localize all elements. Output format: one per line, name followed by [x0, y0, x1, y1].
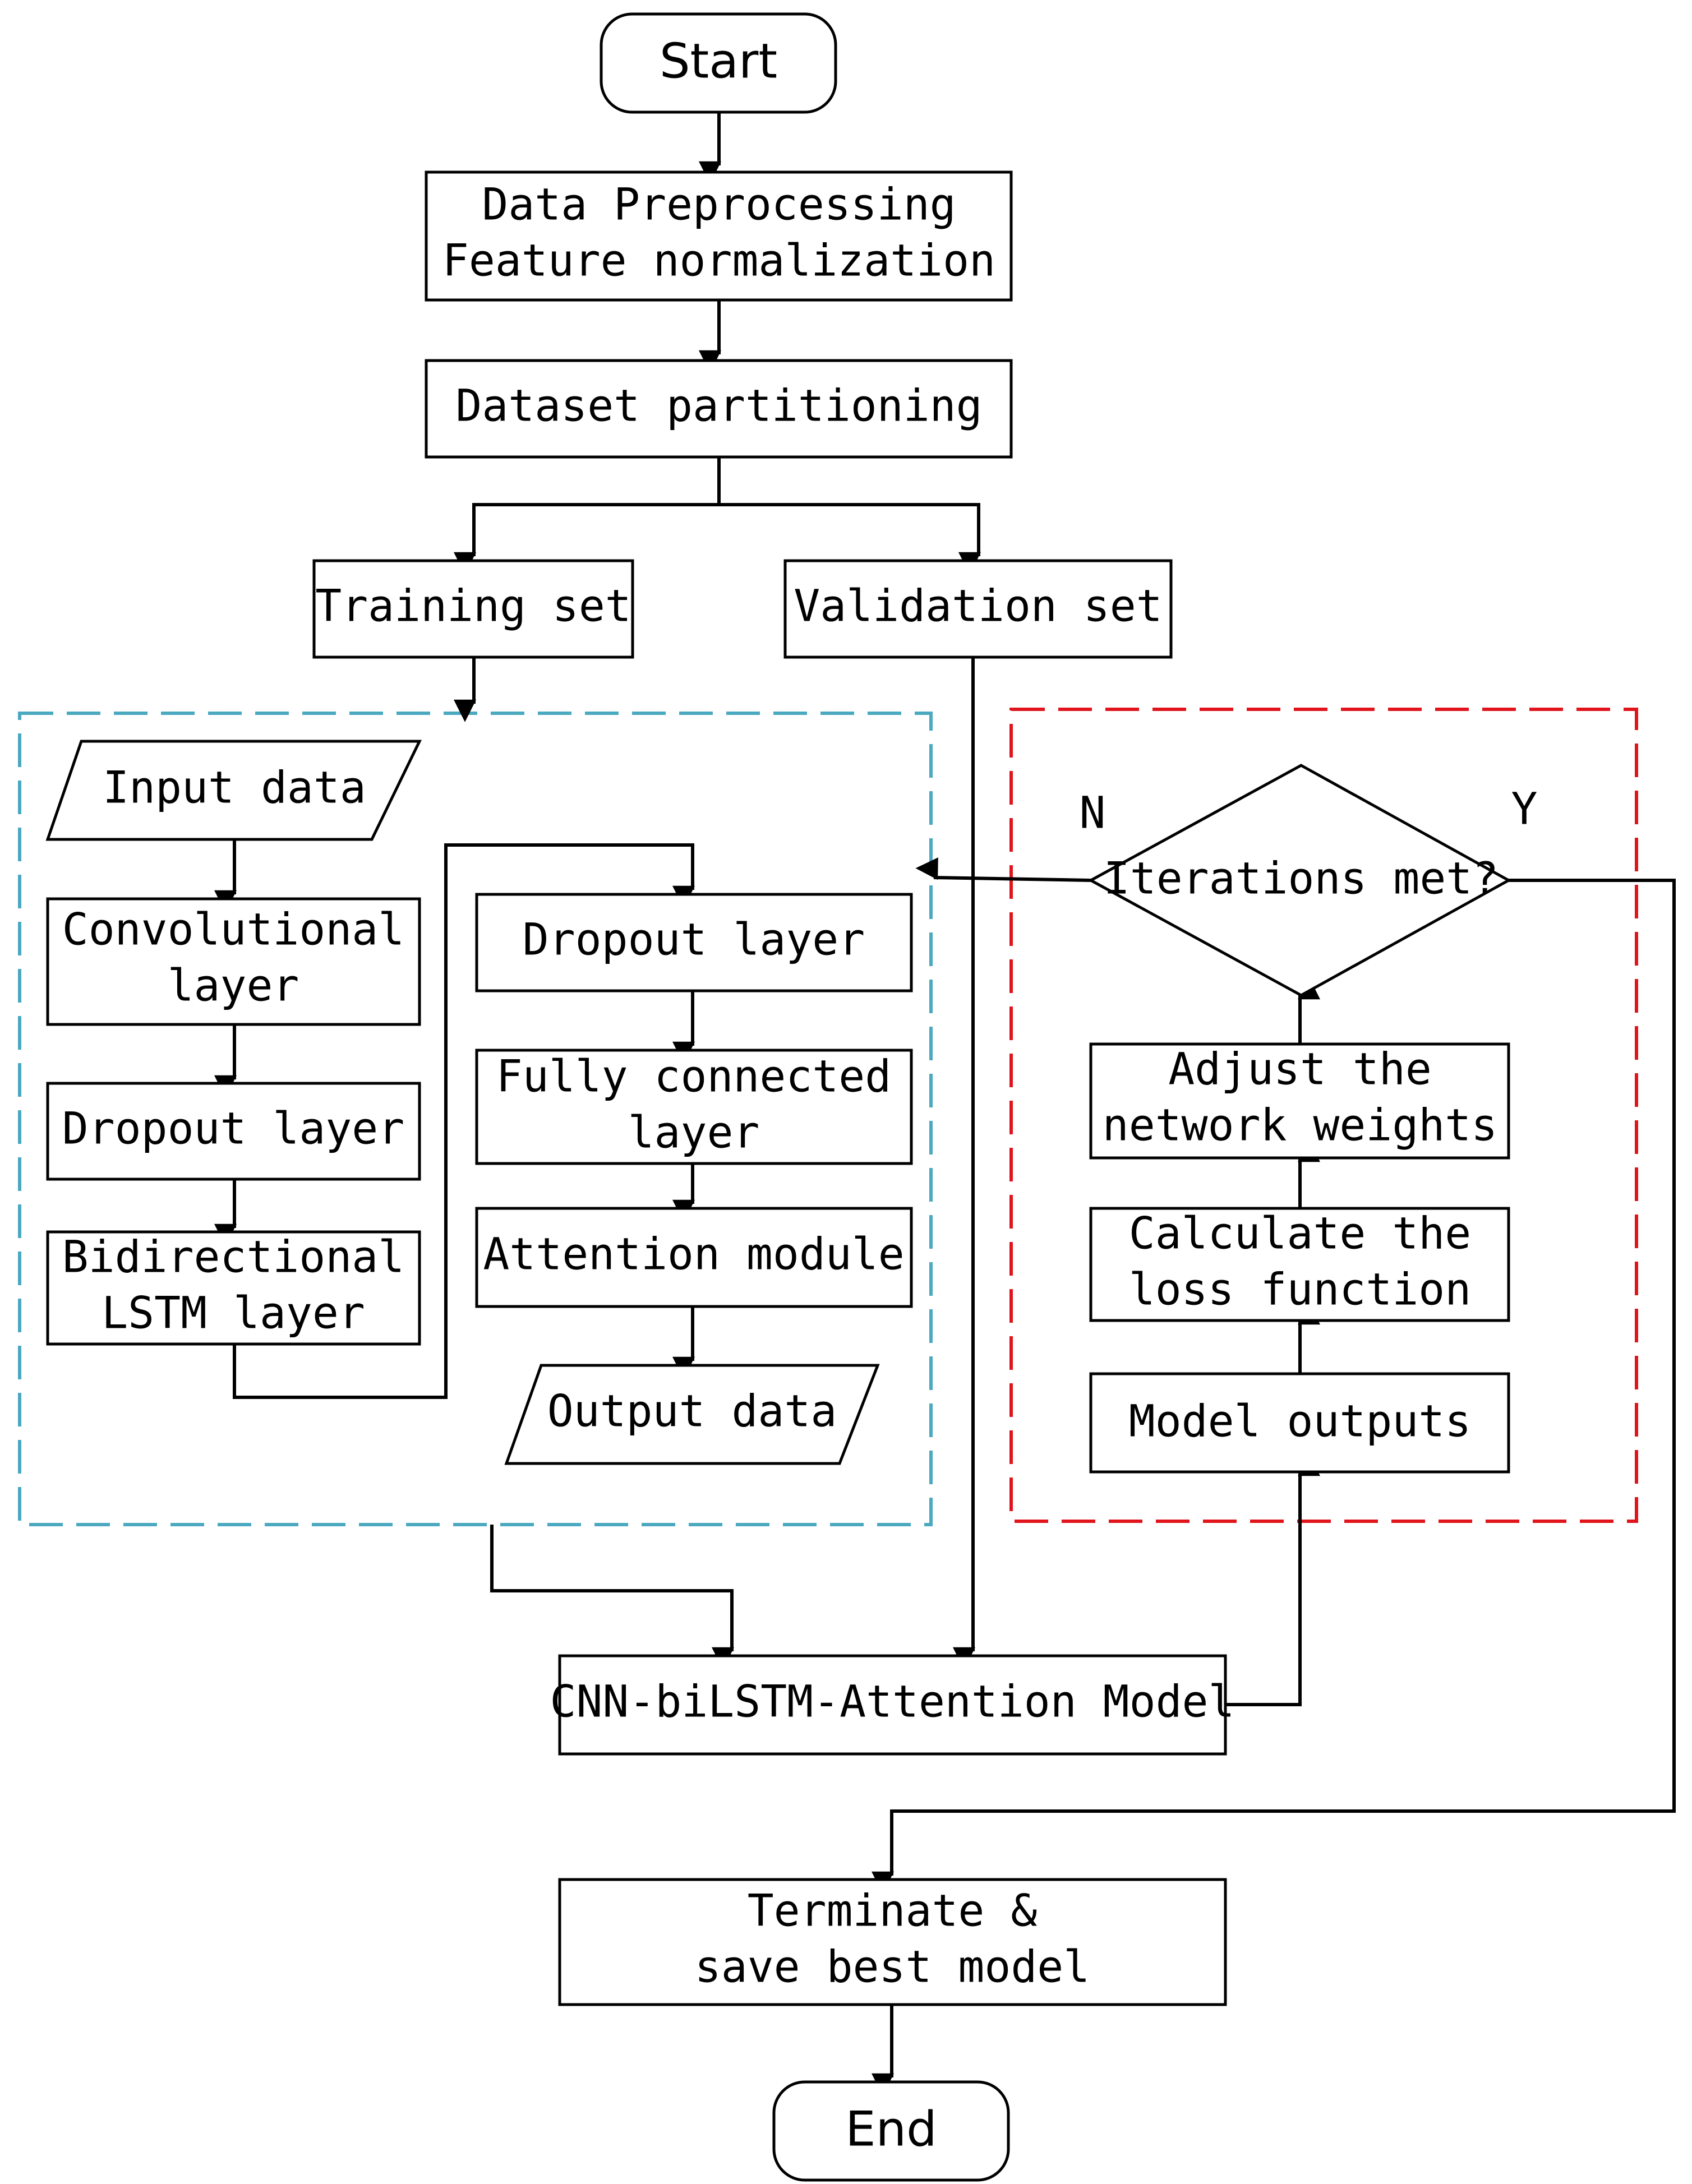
- decision-yes-label: Y: [1511, 784, 1538, 834]
- fully-connected-label-2: layer: [628, 1107, 760, 1158]
- end-terminal: End: [772, 2080, 1010, 2182]
- adjust-weights-label-1: Adjust the: [1168, 1044, 1432, 1095]
- attention-box: Attention module: [475, 1207, 913, 1308]
- model-outputs-box: Model outputs: [1089, 1372, 1510, 1474]
- preprocessing-label-1: Data Preprocessing: [482, 179, 956, 230]
- validation-set-box: Validation set: [783, 559, 1173, 659]
- calc-loss-label-2: loss function: [1129, 1264, 1471, 1315]
- conv-layer-label-2: layer: [168, 961, 299, 1011]
- bilstm-label-2: LSTM layer: [102, 1288, 365, 1338]
- input-data-shape: Input data: [45, 740, 422, 841]
- terminate-label-2: save best model: [695, 1942, 1090, 1992]
- adjust-weights-box: Adjust the network weights: [1089, 1042, 1510, 1160]
- validation-set-label: Validation set: [794, 581, 1162, 631]
- output-data-label: Output data: [547, 1386, 837, 1437]
- preprocessing-box: Data Preprocessing Feature normalization: [425, 170, 1013, 302]
- conv-layer-label-1: Convolutional: [62, 904, 404, 955]
- decision-label: Iterations met?: [1104, 853, 1499, 904]
- partitioning-box: Dataset partitioning: [425, 359, 1013, 459]
- training-set-box: Training set: [312, 559, 634, 659]
- preprocessing-label-2: Feature normalization: [442, 236, 995, 286]
- terminate-label-1: Terminate &: [748, 1886, 1038, 1936]
- bilstm-box: Bidirectional LSTM layer: [46, 1230, 421, 1346]
- conv-layer-box: Convolutional layer: [46, 897, 421, 1026]
- iterations-decision: Iterations met?: [1087, 764, 1512, 997]
- dropout-left-box: Dropout layer: [46, 1082, 421, 1181]
- calc-loss-box: Calculate the loss function: [1089, 1207, 1510, 1322]
- model-outputs-label: Model outputs: [1129, 1396, 1471, 1447]
- partitioning-label: Dataset partitioning: [455, 381, 982, 431]
- adjust-weights-label-2: network weights: [1103, 1100, 1497, 1151]
- start-label: Start: [660, 33, 777, 89]
- calc-loss-label-1: Calculate the: [1129, 1208, 1471, 1259]
- dropout-right-label: Dropout layer: [523, 915, 865, 965]
- end-label: End: [845, 2101, 937, 2157]
- decision-no-label: N: [1080, 788, 1106, 838]
- attention-label: Attention module: [483, 1229, 904, 1280]
- fully-connected-label-1: Fully connected: [496, 1051, 891, 1102]
- training-set-label: Training set: [315, 581, 631, 631]
- model-label: CNN-biLSTM-Attention Model: [550, 1677, 1235, 1727]
- dropout-left-label: Dropout layer: [62, 1103, 404, 1154]
- fully-connected-box: Fully connected layer: [475, 1049, 913, 1165]
- dropout-right-box: Dropout layer: [475, 893, 913, 992]
- connectors: [214, 112, 1676, 2096]
- input-data-label: Input data: [103, 763, 366, 813]
- start-terminal: Start: [600, 12, 837, 114]
- terminate-box: Terminate & save best model: [558, 1878, 1227, 2006]
- bilstm-label-1: Bidirectional: [62, 1232, 404, 1282]
- model-box: CNN-biLSTM-Attention Model: [550, 1654, 1235, 1756]
- iteration-group-border: [1009, 708, 1638, 1523]
- output-data-shape: Output data: [504, 1364, 880, 1465]
